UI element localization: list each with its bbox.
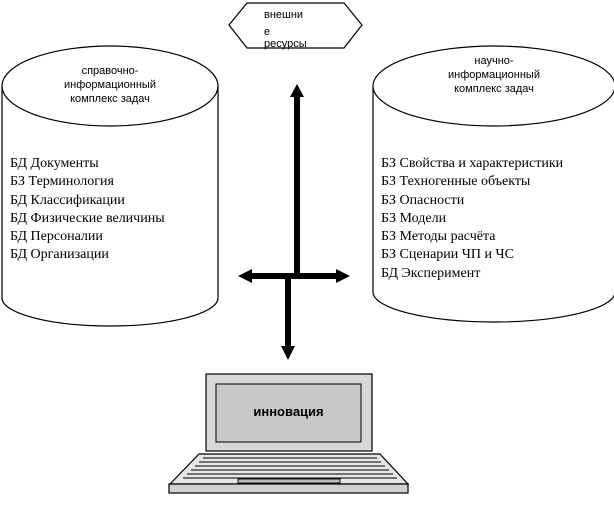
arrow-right-head [336, 269, 350, 283]
right-db-items: БЗ Свойства и характеристики БЗ Техноген… [381, 155, 563, 283]
left-caption-line-3: комплекс задач [70, 93, 150, 105]
external-resources-hexagon [228, 2, 363, 49]
arrow-down-head [281, 346, 295, 360]
keyboard-keys [183, 457, 397, 484]
left-database-cylinder [1, 45, 219, 327]
arrow-left-head [238, 269, 252, 283]
horizontal-arrow-shaft [248, 273, 340, 279]
laptop [168, 373, 410, 494]
list-item: БЗ Техногенные объекты [381, 174, 531, 190]
vertical-arrow-shaft [294, 96, 300, 276]
left-caption-line-2: информационный [64, 79, 156, 91]
right-caption-line-2: информационный [448, 69, 540, 81]
laptop-front-edge [168, 483, 409, 494]
list-item: БД Документы [10, 156, 99, 171]
list-item: БД Физические величины [10, 210, 165, 226]
right-db-caption: научно- информационный комплекс задач [394, 54, 594, 96]
right-caption-line-1: научно- [474, 55, 514, 67]
list-item: БД Организации [10, 247, 109, 263]
external-line-3: ресурсы [264, 38, 307, 50]
list-item: БЗ Свойства и характеристики [381, 156, 564, 171]
connector-arrows [238, 84, 350, 360]
external-line-2: е [264, 26, 271, 38]
list-item: БЗ Модели [381, 210, 447, 226]
list-item: БД Классификации [10, 192, 125, 208]
list-item: БД Персоналии [10, 229, 103, 245]
list-item: БД Эксперимент [381, 265, 481, 281]
arrow-up-head [290, 84, 304, 97]
left-db-caption: справочно- информационный комплекс задач [20, 64, 200, 106]
list-item: БЗ Сценарии ЧП и ЧС [381, 247, 514, 263]
external-line-1: внешни [264, 9, 304, 21]
list-item: БЗ Терминология [10, 174, 114, 190]
down-arrow-shaft [285, 279, 291, 347]
list-item: БЗ Опасности [381, 192, 465, 208]
laptop-screen [215, 383, 362, 443]
right-caption-line-3: комплекс задач [454, 83, 534, 95]
laptop-screen-label: инновация [253, 404, 324, 419]
list-item: БЗ Методы расчёта [381, 229, 496, 245]
right-database-cylinder [372, 45, 614, 323]
external-resources-label: внешни е ресурсы [264, 7, 307, 53]
left-caption-line-1: справочно- [81, 65, 139, 77]
left-db-items: БД Документы БЗ Терминология БД Классифи… [10, 155, 165, 265]
